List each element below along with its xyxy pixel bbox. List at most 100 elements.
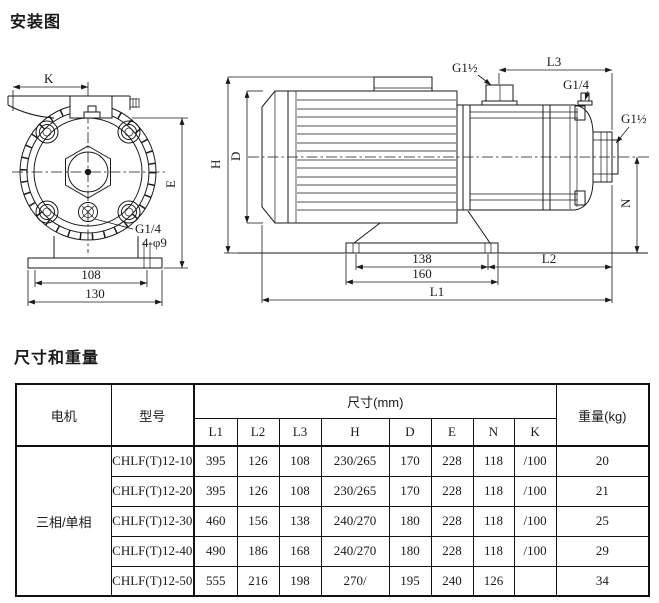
pump-head bbox=[457, 104, 594, 211]
value-cell: 240/270 bbox=[320, 535, 390, 567]
model-cell: CHLF(T)12-50 bbox=[110, 565, 195, 597]
value-cell: 228 bbox=[430, 475, 474, 507]
model-cell: CHLF(T)12-30 bbox=[110, 505, 195, 537]
value-cell: 168 bbox=[278, 535, 322, 567]
terminal-box bbox=[373, 76, 433, 92]
weight-cell: 29 bbox=[555, 535, 650, 567]
model-cell: CHLF(T)12-20 bbox=[110, 475, 195, 507]
value-cell: 195 bbox=[388, 565, 432, 597]
port-label-g112-inlet: G1½ bbox=[452, 60, 478, 75]
value-cell: 118 bbox=[472, 535, 515, 567]
dim-label-h: H bbox=[208, 160, 223, 169]
value-cell: 216 bbox=[236, 565, 280, 597]
value-cell: 490 bbox=[193, 535, 238, 567]
value-cell: 108 bbox=[278, 475, 322, 507]
col-group-dimensions: 尺寸(mm) bbox=[193, 383, 557, 419]
weight-cell: 34 bbox=[555, 565, 650, 597]
weight-cell: 20 bbox=[555, 445, 650, 477]
dim-label-108: 108 bbox=[81, 267, 101, 282]
hex-plug bbox=[65, 145, 111, 199]
value-cell: 118 bbox=[472, 475, 515, 507]
base-plate bbox=[345, 210, 499, 254]
col-header-l2: L2 bbox=[236, 417, 280, 447]
value-cell: 118 bbox=[472, 445, 515, 477]
value-cell: 230/265 bbox=[320, 445, 390, 477]
value-cell: 228 bbox=[430, 445, 474, 477]
value-cell: /100 bbox=[513, 475, 557, 507]
value-cell: 126 bbox=[236, 445, 280, 477]
table-row: CHLF(T)12-30 460 156 138 240/270 180 228… bbox=[16, 505, 650, 537]
discharge-spout bbox=[7, 95, 140, 119]
port-label-g14-side: G1/4 bbox=[563, 77, 590, 92]
page-title-installation: 安装图 bbox=[10, 14, 62, 31]
value-cell: 126 bbox=[236, 475, 280, 507]
table-row: CHLF(T)12-50 555 216 198 270/ 195 240 12… bbox=[16, 565, 650, 597]
value-cell: 138 bbox=[278, 505, 322, 537]
drain-plug bbox=[78, 202, 98, 222]
value-cell: 170 bbox=[388, 475, 432, 507]
col-header-model: 型号 bbox=[110, 383, 195, 447]
pump-side-view: H D L3 N 138 L2 160 L1 G1½ G1/4 G1½ bbox=[208, 55, 650, 303]
dim-label-160: 160 bbox=[412, 266, 432, 281]
dim-label-l1: L1 bbox=[430, 284, 444, 299]
value-cell: 170 bbox=[388, 445, 432, 477]
port-label-g112-outlet: G1½ bbox=[621, 111, 647, 126]
table-row: 三相/单相 CHLF(T)12-10 395 126 108 230/265 1… bbox=[15, 445, 650, 597]
dim-label-138: 138 bbox=[412, 251, 432, 266]
pump-front-view: K E 108 130 G1/4 4-φ9 bbox=[7, 71, 188, 306]
value-cell: /100 bbox=[513, 505, 557, 537]
value-cell: 118 bbox=[472, 505, 515, 537]
col-header-l3: L3 bbox=[278, 417, 322, 447]
model-cell: CHLF(T)12-10 bbox=[110, 445, 195, 477]
col-header-n: N bbox=[472, 417, 515, 447]
value-cell: 240/270 bbox=[320, 505, 390, 537]
weight-cell: 21 bbox=[555, 475, 650, 507]
col-header-h: H bbox=[320, 417, 390, 447]
value-cell: /100 bbox=[513, 445, 557, 477]
value-cell: 460 bbox=[193, 505, 238, 537]
value-cell: 270/ bbox=[320, 565, 390, 597]
dim-label-n: N bbox=[618, 198, 633, 208]
col-header-motor: 电机 bbox=[15, 383, 112, 447]
weight-cell: 25 bbox=[555, 505, 650, 537]
col-header-d: D bbox=[388, 417, 432, 447]
value-cell: 240 bbox=[430, 565, 474, 597]
label-foot-holes: 4-φ9 bbox=[142, 235, 167, 250]
table-row: CHLF(T)12-20 395 126 108 230/265 170 228… bbox=[16, 475, 650, 507]
col-header-l1: L1 bbox=[193, 417, 238, 447]
dim-label-130: 130 bbox=[85, 286, 105, 301]
value-cell: 395 bbox=[193, 475, 238, 507]
value-cell: 228 bbox=[430, 505, 474, 537]
inlet-port bbox=[481, 84, 518, 106]
dimensions-table: 电机 型号 尺寸(mm) 重量(kg) L1 L2 L3 H D E N K 三… bbox=[15, 383, 651, 597]
value-cell: /100 bbox=[513, 535, 557, 567]
dim-label-e: E bbox=[163, 180, 178, 188]
value-cell: 230/265 bbox=[320, 475, 390, 507]
value-cell: 395 bbox=[193, 445, 238, 477]
value-cell bbox=[513, 565, 557, 597]
value-cell: 180 bbox=[388, 505, 432, 537]
value-cell: 555 bbox=[193, 565, 238, 597]
outlet-port bbox=[592, 131, 619, 183]
model-cell: CHLF(T)12-40 bbox=[110, 535, 195, 567]
col-header-e: E bbox=[430, 417, 474, 447]
value-cell: 186 bbox=[236, 535, 280, 567]
installation-drawing: K E 108 130 G1/4 4-φ9 bbox=[7, 55, 650, 306]
dim-label-l3: L3 bbox=[547, 55, 561, 69]
value-cell: 198 bbox=[278, 565, 322, 597]
value-cell: 180 bbox=[388, 535, 432, 567]
motor-type-cell: 三相/单相 bbox=[15, 445, 112, 597]
pump-foot bbox=[27, 236, 163, 269]
col-header-k: K bbox=[513, 417, 557, 447]
table-row: CHLF(T)12-40 490 186 168 240/270 180 228… bbox=[16, 535, 650, 567]
page-title-dimensions: 尺寸和重量 bbox=[14, 350, 100, 367]
dim-label-d: D bbox=[228, 152, 243, 161]
dim-label-l2: L2 bbox=[542, 251, 556, 266]
value-cell: 126 bbox=[472, 565, 515, 597]
value-cell: 108 bbox=[278, 445, 322, 477]
col-header-weight: 重量(kg) bbox=[555, 383, 650, 447]
motor-body bbox=[287, 90, 458, 224]
value-cell: 228 bbox=[430, 535, 474, 567]
port-label-g14-front: G1/4 bbox=[135, 221, 162, 236]
flange-bolts bbox=[35, 120, 141, 224]
